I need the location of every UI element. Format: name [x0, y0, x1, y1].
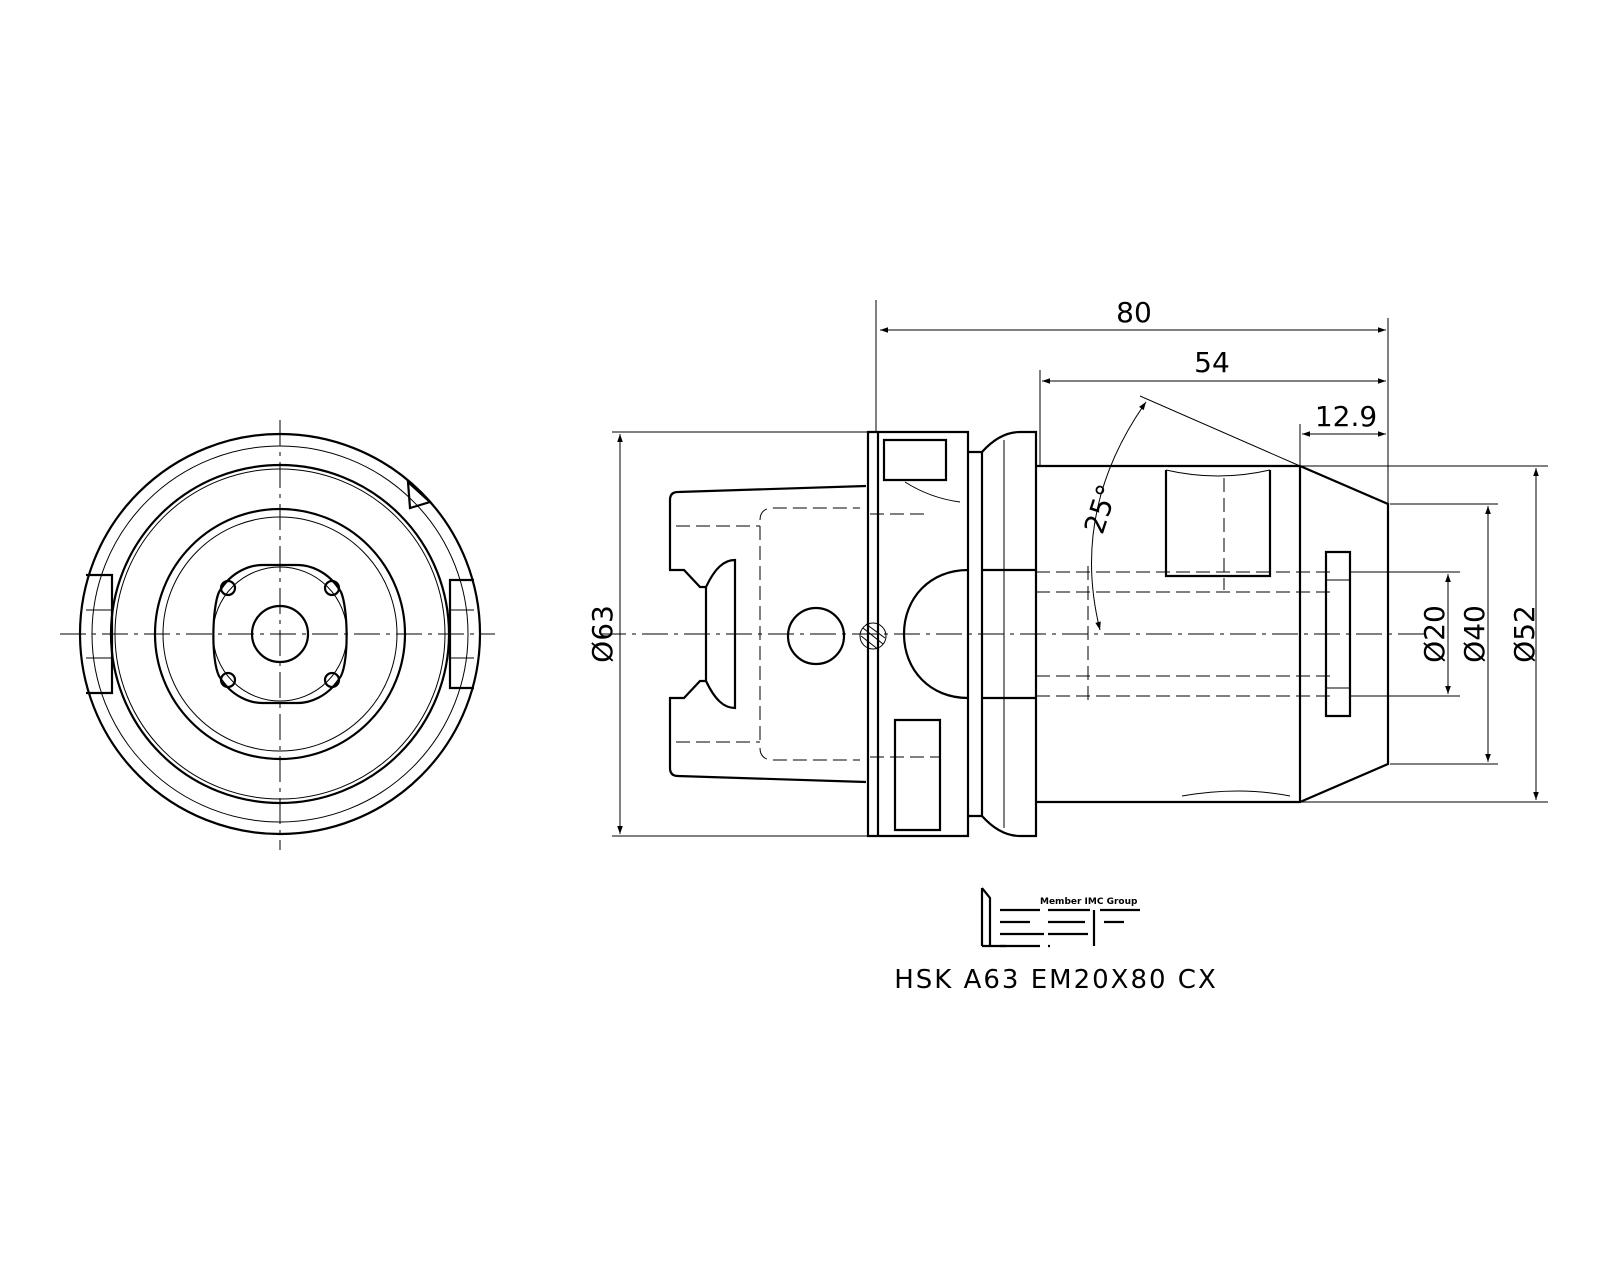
end-view-orientation-notch: [406, 479, 433, 510]
flange-inner-bore: [902, 568, 969, 700]
end-view-flange-outline: [78, 432, 482, 836]
dim-bore-diameter: Ø20: [1418, 605, 1451, 663]
end-view-body-chamfer: [114, 468, 446, 800]
hatch: [865, 623, 886, 639]
dim-flange-diameter: Ø63: [586, 605, 619, 663]
chuck-body: [1036, 464, 1390, 804]
hsk-drive-keyway: [705, 558, 737, 710]
iscar-logo: Member IMC Group: [980, 887, 1140, 948]
hidden-inner-taper: [759, 507, 860, 761]
hatch: [862, 627, 884, 645]
flange: [866, 430, 970, 838]
dim-cone-angle: 25°: [1078, 480, 1125, 537]
cone-angle-leader: [1139, 395, 1301, 467]
hsk-taper-shank: [668, 484, 867, 784]
end-view-lobe-notch: [323, 579, 341, 597]
v-groove: [968, 450, 984, 818]
logo-tagline: Member IMC Group: [1040, 897, 1138, 907]
flange-slot-chamfer: [904, 481, 961, 503]
end-view-lobe-notch: [219, 671, 237, 689]
end-view-lobe-notch: [219, 579, 237, 597]
end-view: [60, 420, 495, 850]
logo-mark-i: [980, 887, 1006, 948]
flat-curve: [1181, 790, 1291, 797]
flange-drive-slot-bottom: [893, 718, 942, 832]
end-view-collet-lobes: [212, 563, 348, 705]
logo-mark-letters: [1048, 908, 1140, 948]
dim-nose-diameter: Ø40: [1458, 605, 1491, 663]
side-view: [600, 430, 1430, 838]
dim-arc-cone-angle: [1091, 401, 1147, 631]
dimensions: 80 54 12.9 25° Ø63 Ø20 Ø40 Ø52: [586, 296, 1548, 837]
dim-body-diameter: Ø52: [1508, 605, 1541, 663]
end-view-drive-slot-left: [86, 573, 114, 695]
dim-nose-length: 12.9: [1315, 400, 1377, 433]
clamping-screw: [1324, 550, 1352, 718]
clamp-screw-pocket: [1164, 470, 1272, 578]
end-view-lobe-notch: [323, 671, 341, 689]
end-view-drive-slot-right: [448, 578, 474, 690]
side-cross-hole: [786, 606, 846, 666]
dim-body-length: 54: [1194, 346, 1230, 379]
flange-drive-slot-top: [882, 438, 948, 482]
end-view-nose-outline: [153, 507, 407, 761]
end-view-flange-ring: [91, 445, 469, 823]
side-chip-hole: [859, 622, 887, 650]
pocket-curve: [1165, 469, 1271, 477]
end-view-bore: [250, 604, 310, 664]
collar: [981, 430, 1038, 838]
part-number-title: HSK A63 EM20X80 CX: [894, 965, 1218, 995]
end-view-nose-chamfer: [162, 516, 398, 752]
dim-overall-length: 80: [1116, 296, 1152, 329]
hatch: [860, 635, 880, 651]
logo-mark-letters: [1000, 908, 1044, 948]
